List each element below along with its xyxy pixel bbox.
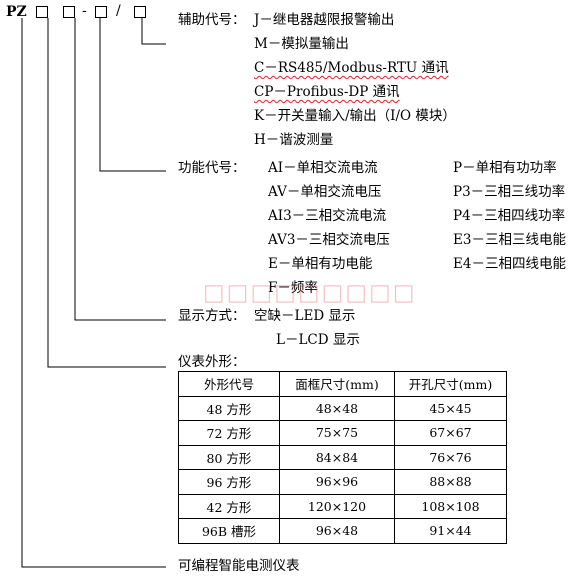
aux-heading: 辅助代号： xyxy=(178,12,246,28)
func-left-2: AI3－三相交流电流 xyxy=(268,208,387,224)
cell-frame: 120×120 xyxy=(279,493,395,519)
func-left-3: AV3－三相交流电压 xyxy=(268,232,390,248)
table-header-row: 外形代号 面框尺寸(mm) 开孔尺寸(mm) xyxy=(178,371,507,397)
table-row: 96B 槽形 96×48 91×44 xyxy=(178,518,507,544)
func-left-0: AI－单相交流电流 xyxy=(268,160,378,176)
cell-shape: 80 方形 xyxy=(178,444,280,470)
shape-heading: 仪表外形： xyxy=(178,354,246,370)
display-heading: 显示方式： xyxy=(178,308,246,324)
col-header-shape-code: 外形代号 xyxy=(178,371,280,397)
model-prefix: PZ xyxy=(6,4,27,20)
cell-cutout: 45×45 xyxy=(394,395,507,421)
cell-cutout: 76×76 xyxy=(394,444,507,470)
col-header-cutout-size: 开孔尺寸(mm) xyxy=(394,371,507,397)
func-right-3: E3－三相三线电能 xyxy=(453,232,566,248)
func-left-1: AV－单相交流电压 xyxy=(268,184,382,200)
func-right-4: E4－三相四线电能 xyxy=(453,256,566,272)
func-heading: 功能代号： xyxy=(178,160,246,176)
col-header-frame-size: 面框尺寸(mm) xyxy=(279,371,395,397)
table-row: 42 方形 120×120 108×108 xyxy=(178,493,507,519)
func-right-0: P－单相有功功率 xyxy=(453,160,557,176)
func-left-5: F－频率 xyxy=(268,280,318,296)
cell-frame: 84×84 xyxy=(279,444,395,470)
table-row: 96 方形 96×96 88×88 xyxy=(178,469,507,495)
func-right-1: P3－三相三线功率 xyxy=(453,184,566,200)
aux-item-relay: J－继电器越限报警输出 xyxy=(254,12,395,28)
table-row: 80 方形 84×84 76×76 xyxy=(178,444,507,470)
cell-shape: 96B 槽形 xyxy=(178,518,280,544)
cell-shape: 72 方形 xyxy=(178,420,280,446)
cell-cutout: 108×108 xyxy=(394,493,507,519)
code-box-shape xyxy=(36,6,48,18)
display-lcd: L－LCD 显示 xyxy=(276,332,360,348)
table-row: 72 方形 75×75 67×67 xyxy=(178,420,507,446)
aux-connector xyxy=(141,18,166,45)
cell-cutout: 91×44 xyxy=(394,518,507,544)
cell-frame: 48×48 xyxy=(279,395,395,421)
cell-cutout: 88×88 xyxy=(394,469,507,495)
code-slash: / xyxy=(116,3,121,19)
func-right-2: P4－三相四线功率 xyxy=(453,208,566,224)
aux-item-rs485: C－RS485/Modbus-RTU 通讯 xyxy=(254,60,449,76)
footer-title: 可编程智能电测仪表 xyxy=(178,558,300,574)
cell-shape: 48 方形 xyxy=(178,395,280,421)
func-left-4: E－单相有功电能 xyxy=(268,256,373,272)
cell-cutout: 67×67 xyxy=(394,420,507,446)
cell-frame: 96×48 xyxy=(279,518,395,544)
shape-table: 外形代号 面框尺寸(mm) 开孔尺寸(mm) 48 方形 48×48 45×45… xyxy=(178,371,507,544)
display-led: 空缺－LED 显示 xyxy=(254,308,356,324)
aux-item-profibus: CP－Profibus-DP 通讯 xyxy=(254,84,400,100)
code-dash: - xyxy=(82,3,87,19)
aux-item-io: K－开关量输入/输出（I/O 模块） xyxy=(254,108,456,124)
cell-frame: 96×96 xyxy=(279,469,395,495)
aux-item-harmonic: H－谐波测量 xyxy=(254,132,334,148)
aux-item-analog: M－模拟量输出 xyxy=(254,36,349,52)
cell-frame: 75×75 xyxy=(279,420,395,446)
display-connector xyxy=(74,18,166,321)
code-box-aux xyxy=(134,6,146,18)
shape-connector xyxy=(47,18,166,368)
cell-shape: 42 方形 xyxy=(178,493,280,519)
watermark: □□□□□□□□□ xyxy=(203,280,417,306)
func-connector xyxy=(99,18,166,172)
cell-shape: 96 方形 xyxy=(178,469,280,495)
table-row: 48 方形 48×48 45×45 xyxy=(178,395,507,421)
aux-item-profibus-text: CP－Profibus-DP 通讯 xyxy=(254,84,400,100)
code-box-function xyxy=(95,6,107,18)
footer-connector xyxy=(21,18,166,568)
code-box-display xyxy=(63,6,75,18)
